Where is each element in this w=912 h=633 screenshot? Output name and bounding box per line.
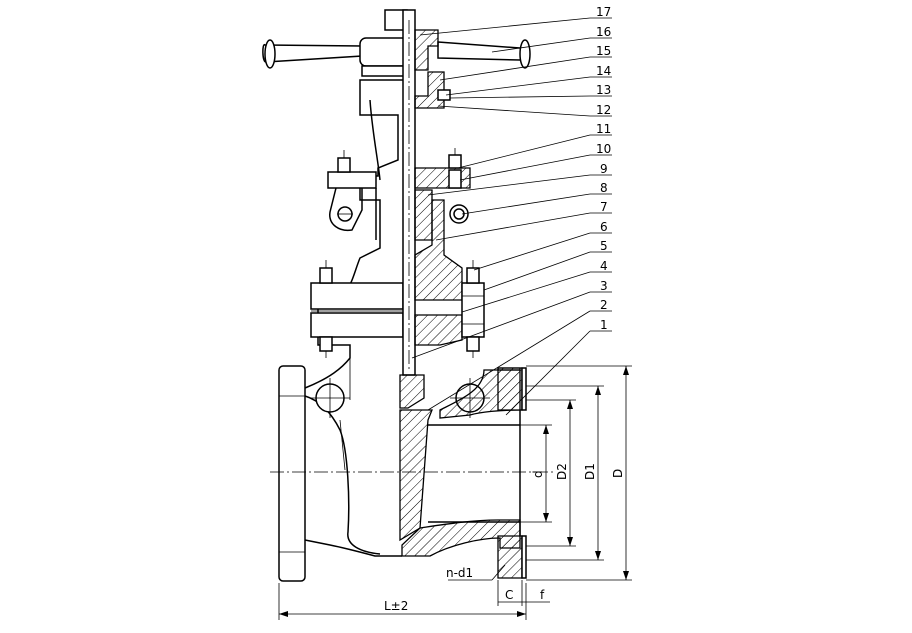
- part-label-12: 12: [596, 103, 611, 117]
- part-label-9: 9: [600, 162, 608, 176]
- dim-label-f: f: [540, 588, 545, 602]
- part-label-2: 2: [600, 298, 608, 312]
- dim-label-length: L±2: [384, 599, 408, 613]
- valve-body: [262, 9, 531, 557]
- leader-lines: [411, 17, 612, 416]
- part-label-5: 5: [600, 239, 608, 253]
- part-label-1: 1: [600, 318, 608, 332]
- part-label-7: 7: [600, 200, 608, 214]
- dim-label-d1: D1: [583, 463, 597, 480]
- dim-label-d2: D2: [555, 463, 569, 480]
- part-number-labels: 17 16 15 14 13 12 11 10 9 8 7 6 5 4 3 2 …: [596, 5, 611, 332]
- dimension-labels: d D2 D1 D n-d1 L±2 C f: [384, 463, 625, 613]
- part-label-16: 16: [596, 25, 611, 39]
- part-label-3: 3: [600, 279, 608, 293]
- dim-label-bolt-holes: n-d1: [446, 566, 473, 580]
- part-label-13: 13: [596, 83, 611, 97]
- left-flange: [278, 365, 306, 582]
- part-label-6: 6: [600, 220, 608, 234]
- part-label-10: 10: [596, 142, 611, 156]
- dim-label-c: C: [505, 588, 513, 602]
- dim-label-d: d: [531, 470, 545, 478]
- dim-label-D: D: [611, 469, 625, 478]
- dimension-lines: [278, 365, 632, 620]
- part-label-8: 8: [600, 181, 608, 195]
- part-label-4: 4: [600, 259, 608, 273]
- part-label-15: 15: [596, 44, 611, 58]
- section-view: [399, 29, 527, 579]
- stem: [402, 9, 416, 376]
- part-label-11: 11: [596, 122, 611, 136]
- part-label-14: 14: [596, 64, 611, 78]
- part-label-17: 17: [596, 5, 611, 19]
